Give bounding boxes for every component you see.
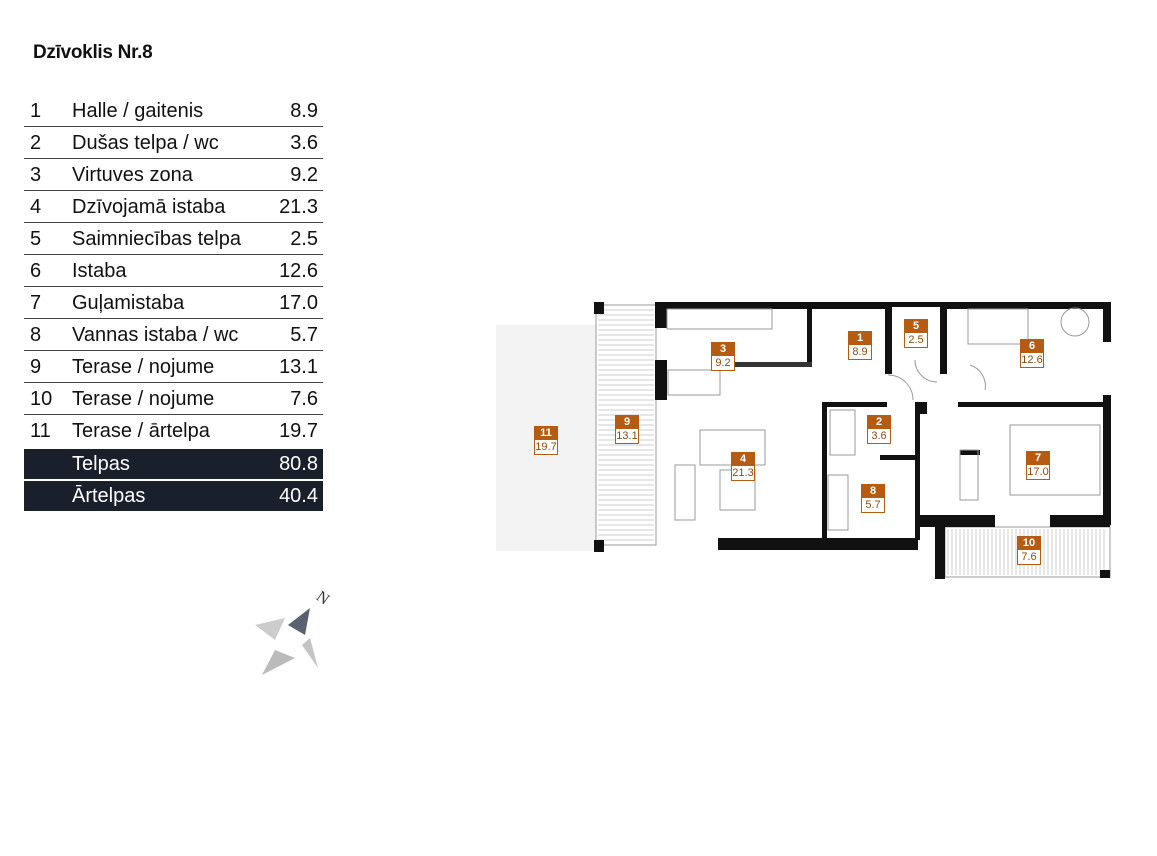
room-number: 8 [30,324,42,346]
table-row: 11 Terase / ārtelpa 19.7 [24,415,323,446]
table-row: 6 Istaba 12.6 [24,255,323,287]
room-label-area: 17.0 [1026,465,1050,480]
apartment-title: Dzīvoklis Nr.8 [33,42,153,63]
room-name: Guļamistaba [72,292,185,314]
compass-north-label: N [313,588,333,609]
table-row: 1 Halle / gaitenis 8.9 [24,95,323,127]
total-area: 40.4 [279,485,318,507]
room-label-area: 2.5 [904,333,928,348]
room-label-area: 7.6 [1017,550,1041,565]
room-number: 5 [30,228,42,250]
room-name: Terase / nojume [72,356,215,378]
room-number: 3 [30,164,42,186]
room-name: Terase / ārtelpa [72,420,210,442]
room-name: Dušas telpa / wc [72,132,219,154]
room-label-number: 11 [534,426,558,440]
room-label-area: 21.3 [731,466,755,481]
room-label-number: 5 [904,319,928,333]
room-area: 8.9 [290,100,318,122]
total-row-indoor: Telpas 80.8 [24,449,323,479]
room-number: 2 [30,132,42,154]
compass-icon: N [255,588,333,675]
room-name: Istaba [72,260,127,282]
room-area: 7.6 [290,388,318,410]
room-name: Halle / gaitenis [72,100,204,122]
room-area: 5.7 [290,324,318,346]
room-label-number: 3 [711,342,735,356]
room-number: 4 [30,196,42,218]
furniture [666,307,1101,531]
room-label-number: 7 [1026,451,1050,465]
room-area: 3.6 [290,132,318,154]
room-area: 9.2 [290,164,318,186]
room-number: 7 [30,292,42,314]
room-label-number: 2 [867,415,891,429]
room-label-number: 6 [1020,339,1044,353]
room-name: Terase / nojume [72,388,215,410]
room-label-area: 19.7 [534,440,558,455]
table-row: 2 Dušas telpa / wc 3.6 [24,127,323,159]
room-label-area: 3.6 [867,429,891,444]
room-area: 21.3 [279,196,318,218]
room-label-number: 10 [1017,536,1041,550]
room-area: 13.1 [279,356,318,378]
room-area: 2.5 [290,228,318,250]
room-area-table: 1 Halle / gaitenis 8.9 2 Dušas telpa / wc 3.… [24,95,323,513]
room-area: 12.6 [279,260,318,282]
room-label-area: 8.9 [848,345,872,360]
room-label-number: 1 [848,331,872,345]
total-row-outdoor: Ārtelpas 40.4 [24,481,323,511]
table-row: 5 Saimniecības telpa 2.5 [24,223,323,255]
table-row: 3 Virtuves zona 9.2 [24,159,323,191]
room-number: 11 [30,420,51,442]
room-number: 9 [30,356,42,378]
total-name: Ārtelpas [72,485,146,507]
table-row: 10 Terase / nojume 7.6 [24,383,323,415]
room-area: 17.0 [279,292,318,314]
room-label-number: 8 [861,484,885,498]
room-label-area: 12.6 [1020,353,1044,368]
room-number: 10 [30,388,53,410]
total-name: Telpas [72,453,130,475]
room-label-number: 9 [615,415,639,429]
room-number: 1 [30,100,42,122]
room-name: Saimniecības telpa [72,228,241,250]
total-area: 80.8 [279,453,318,475]
room-number: 6 [30,260,42,282]
room-area: 19.7 [279,420,318,442]
table-row: 9 Terase / nojume 13.1 [24,351,323,383]
room-name: Dzīvojamā istaba [72,196,226,218]
room-label-area: 9.2 [711,356,735,371]
room-label-number: 4 [731,452,755,466]
room-name: Virtuves zona [72,164,193,186]
walls [594,302,1111,579]
table-row: 8 Vannas istaba / wc 5.7 [24,319,323,351]
table-row: 7 Guļamistaba 17.0 [24,287,323,319]
table-row: 4 Dzīvojamā istaba 21.3 [24,191,323,223]
room-label-area: 13.1 [615,429,639,444]
room-label-area: 5.7 [861,498,885,513]
room-name: Vannas istaba / wc [72,324,239,346]
